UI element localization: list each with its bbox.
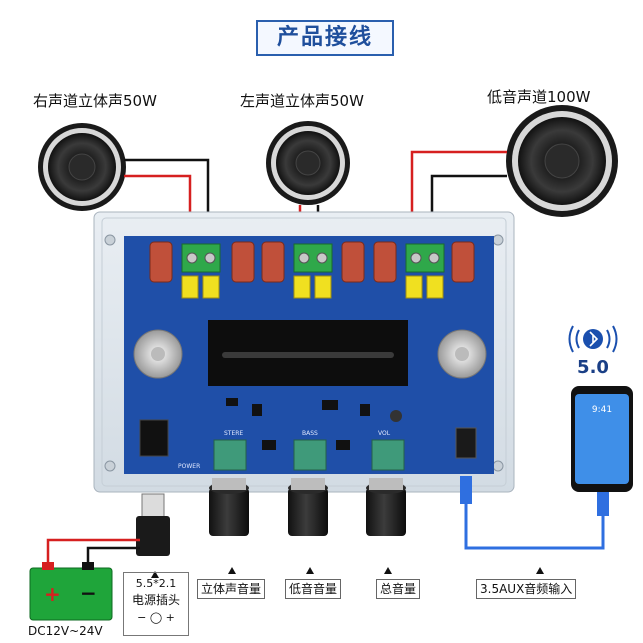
power-plug xyxy=(136,493,170,556)
label-master-volume: 总音量 xyxy=(376,579,421,599)
speaker-terminals xyxy=(181,243,445,273)
label-aux-input: 3.5AUX音频输入 xyxy=(476,579,577,599)
dc-jack xyxy=(139,419,169,457)
inductor-coils xyxy=(149,241,475,283)
film-capacitors xyxy=(181,275,444,299)
bluetooth-icon xyxy=(568,325,618,353)
battery-plus: + xyxy=(44,582,61,606)
silk-stere: STERE xyxy=(224,430,243,437)
electrolytic-capacitors xyxy=(133,329,487,379)
power-jack-spec: 5.5*2.1 电源插头 − ◯ + xyxy=(123,572,189,636)
potentiometers xyxy=(213,439,405,471)
speaker-label-left: 左声道立体声50W xyxy=(240,92,364,110)
speaker-left xyxy=(266,121,350,205)
speaker-right xyxy=(38,123,126,211)
knob-master-volume[interactable] xyxy=(366,478,406,536)
silk-vol: VOL xyxy=(378,430,391,437)
battery xyxy=(29,562,113,621)
jack-polarity: − ◯ + xyxy=(137,611,175,624)
silk-bass: BASS xyxy=(302,430,318,437)
battery-minus: − xyxy=(80,581,97,605)
pointer-arrows xyxy=(151,567,544,578)
aux-cable xyxy=(460,476,609,550)
speaker-label-right: 右声道立体声50W xyxy=(33,92,157,110)
page-title: 产品接线 xyxy=(256,20,394,56)
aux-jack xyxy=(455,427,477,459)
bluetooth-version: 5.0 xyxy=(577,357,609,378)
speaker-label-bass: 低音声道100W xyxy=(487,88,591,106)
label-bass-volume: 低音音量 xyxy=(285,579,342,599)
label-stereo-volume: 立体声音量 xyxy=(197,579,266,599)
jack-size: 5.5*2.1 xyxy=(135,577,177,590)
knob-bass-volume[interactable] xyxy=(288,478,328,536)
knob-stereo-volume[interactable] xyxy=(209,478,249,536)
phone-time: 9:41 xyxy=(592,405,612,415)
speaker-bass xyxy=(506,105,618,217)
jack-name: 电源插头 xyxy=(131,593,180,607)
battery-voltage-label: DC12V~24V xyxy=(28,624,103,638)
silk-power: POWER xyxy=(178,463,200,470)
smartphone xyxy=(571,386,633,492)
